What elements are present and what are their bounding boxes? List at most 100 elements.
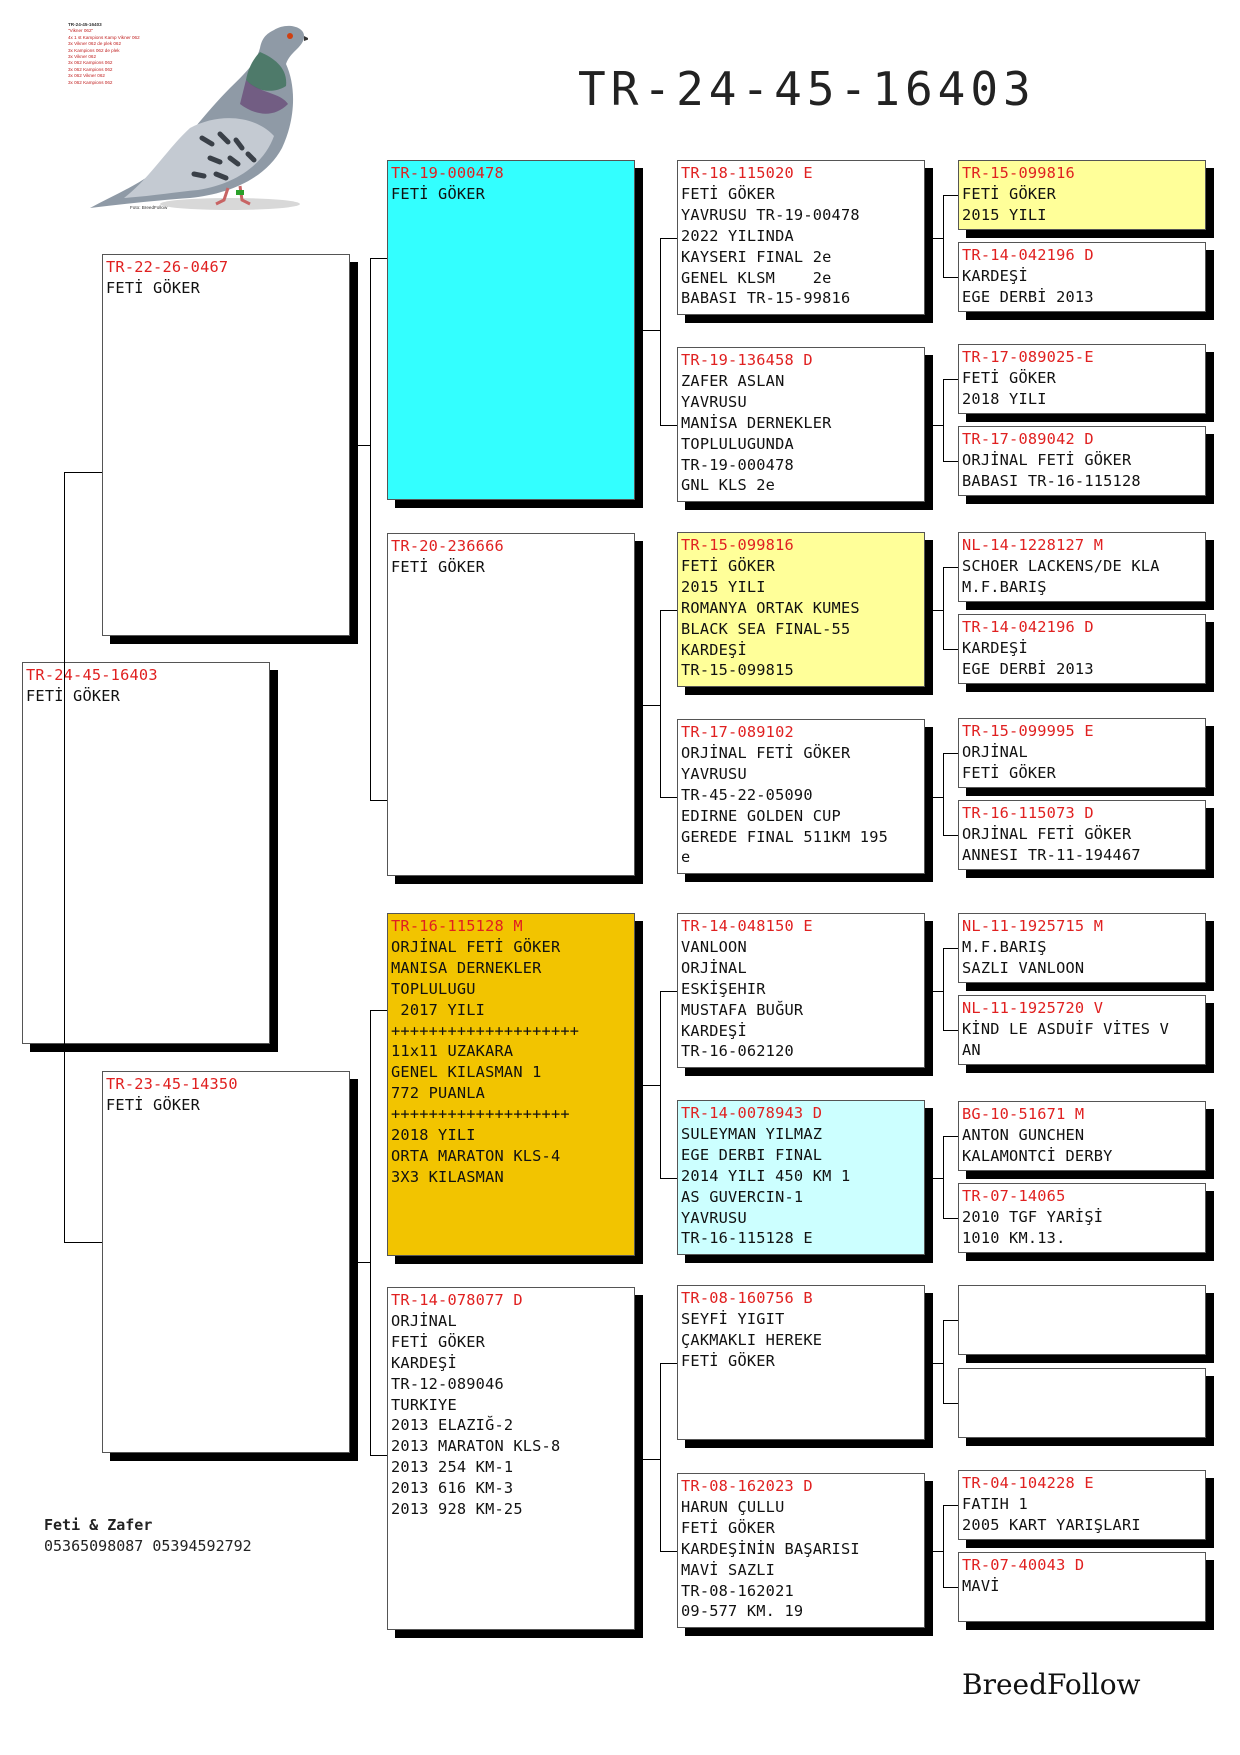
connector-line <box>370 258 387 259</box>
info-line: YAVRUSU <box>681 764 747 783</box>
ring-number: TR-17-089102 <box>681 723 794 741</box>
connector-line <box>943 195 944 277</box>
info-line: YAVRUSU <box>681 392 747 411</box>
photo-caption-line: 3x 062 Kampions 062 <box>68 79 113 85</box>
ring-number: TR-15-099995 E <box>962 722 1094 740</box>
info-line: 2013 928 KM-25 <box>391 1500 523 1519</box>
ring-number: TR-24-45-16403 <box>26 666 158 684</box>
page-title: TR-24-45-16403 <box>578 62 1036 116</box>
connector-line <box>925 1178 943 1179</box>
info-line: KARDEŞİ <box>962 266 1028 285</box>
connector-line <box>943 1030 958 1031</box>
ring-number: TR-23-45-14350 <box>106 1075 238 1093</box>
info-line: ORJİNAL <box>681 958 747 977</box>
connector-line <box>635 1458 660 1460</box>
connector-line <box>64 1242 102 1243</box>
info-line: TR-08-162021 <box>681 1581 794 1600</box>
connector-line <box>660 1363 661 1551</box>
connector-line <box>943 649 958 650</box>
info-line: +++++++++++++++++++ <box>391 1105 570 1124</box>
info-line: M.F.BARIŞ <box>962 937 1047 956</box>
connector-line <box>370 1010 387 1011</box>
connector-line <box>635 704 660 706</box>
connector-line <box>64 472 65 1242</box>
connector-line <box>635 330 660 331</box>
info-line: 3X3 KILASMAN <box>391 1167 504 1186</box>
owner-phones: 05365098087 05394592792 <box>44 1537 252 1555</box>
info-line: FETİ GÖKER <box>962 184 1057 203</box>
info-line: TR-12-089046 <box>391 1374 504 1393</box>
connector-line <box>660 991 677 992</box>
info-line: 2018 YILI <box>962 389 1047 408</box>
connector-line <box>925 1363 943 1364</box>
connector-line <box>660 610 661 797</box>
info-line: ORTA MARATON KLS-4 <box>391 1146 561 1165</box>
info-line: 2015 YILI <box>962 205 1047 224</box>
photo-caption: TR-24-45-16403"Vikner 062"4x 1 st Kampio… <box>68 22 198 86</box>
connector-line <box>943 379 958 380</box>
info-line: 09-577 KM. 19 <box>681 1602 804 1621</box>
pedigree-gen5-card <box>958 1285 1206 1355</box>
info-line: FATIH 1 <box>962 1494 1028 1513</box>
connector-line <box>370 258 371 800</box>
info-line: ORJİNAL FETİ GÖKER <box>681 743 851 762</box>
ring-number: TR-15-099816 <box>681 536 794 554</box>
connector-line <box>635 1084 660 1086</box>
connector-line <box>660 991 661 1178</box>
connector-line <box>943 567 958 568</box>
ring-number: NL-11-1925715 M <box>962 917 1104 935</box>
info-line: FETİ GÖKER <box>391 1332 486 1351</box>
connector-line <box>370 1455 387 1456</box>
photo-caption-line: "Vikner 062" <box>68 28 94 34</box>
info-line: ORJİNAL FETİ GÖKER <box>391 937 561 956</box>
info-line: ORJİNAL FETİ GÖKER <box>962 450 1132 469</box>
info-line: FETİ GÖKER <box>391 184 486 203</box>
photo-caption-line: 3x Vikner 062 de plek 062 <box>68 41 122 47</box>
photo-caption-line: 4x 1 st Kampions Kamp Vikner 062 <box>68 34 140 40</box>
info-line: 2013 254 KM-1 <box>391 1458 514 1477</box>
info-line: YAVRUSU <box>681 1208 747 1227</box>
info-line: FETİ GÖKER <box>681 184 776 203</box>
ring-number: TR-15-099816 <box>962 164 1075 182</box>
connector-line <box>660 425 677 426</box>
ring-number: TR-14-042196 D <box>962 246 1094 264</box>
info-line: ++++++++++++++++++++ <box>391 1021 580 1040</box>
photo-caption-line: 3x 062 Kampions 062 <box>68 66 113 72</box>
info-line: BABASI TR-16-115128 <box>962 471 1141 490</box>
connector-line <box>943 195 958 196</box>
pigeon-photo <box>90 25 308 210</box>
info-line: ESKİŞEHIR <box>681 979 766 998</box>
connector-line <box>660 238 677 239</box>
ring-number: TR-19-000478 <box>391 164 504 182</box>
ring-number: TR-19-136458 D <box>681 351 813 369</box>
info-line: FETİ GÖKER <box>962 763 1057 782</box>
owner-info: Feti & Zafer 05365098087 05394592792 <box>44 1515 252 1557</box>
info-line: 2013 616 KM-3 <box>391 1479 514 1498</box>
connector-line <box>660 610 677 611</box>
info-line: EGE DERBİ 2013 <box>962 659 1094 678</box>
owner-name: Feti & Zafer <box>44 1516 153 1534</box>
info-line: TURKIYE <box>391 1395 457 1414</box>
photo-caption-line: 3x Vikner 062 <box>68 54 97 60</box>
connector-line <box>943 1505 944 1587</box>
photo-footer: Foto: BreedFollow <box>130 205 168 210</box>
ring-number: TR-08-160756 B <box>681 1289 813 1307</box>
info-line: ROMANYA ORTAK KUMES <box>681 598 860 617</box>
connector-line <box>943 277 958 278</box>
info-line: ANNESI TR-11-194467 <box>962 845 1141 864</box>
info-line: 2014 YILI 450 KM 1 <box>681 1166 851 1185</box>
info-line: 2017 YILI <box>391 1000 486 1019</box>
info-line: GENEL KLSM 2e <box>681 268 832 287</box>
info-line: HARUN ÇULLU <box>681 1497 785 1516</box>
